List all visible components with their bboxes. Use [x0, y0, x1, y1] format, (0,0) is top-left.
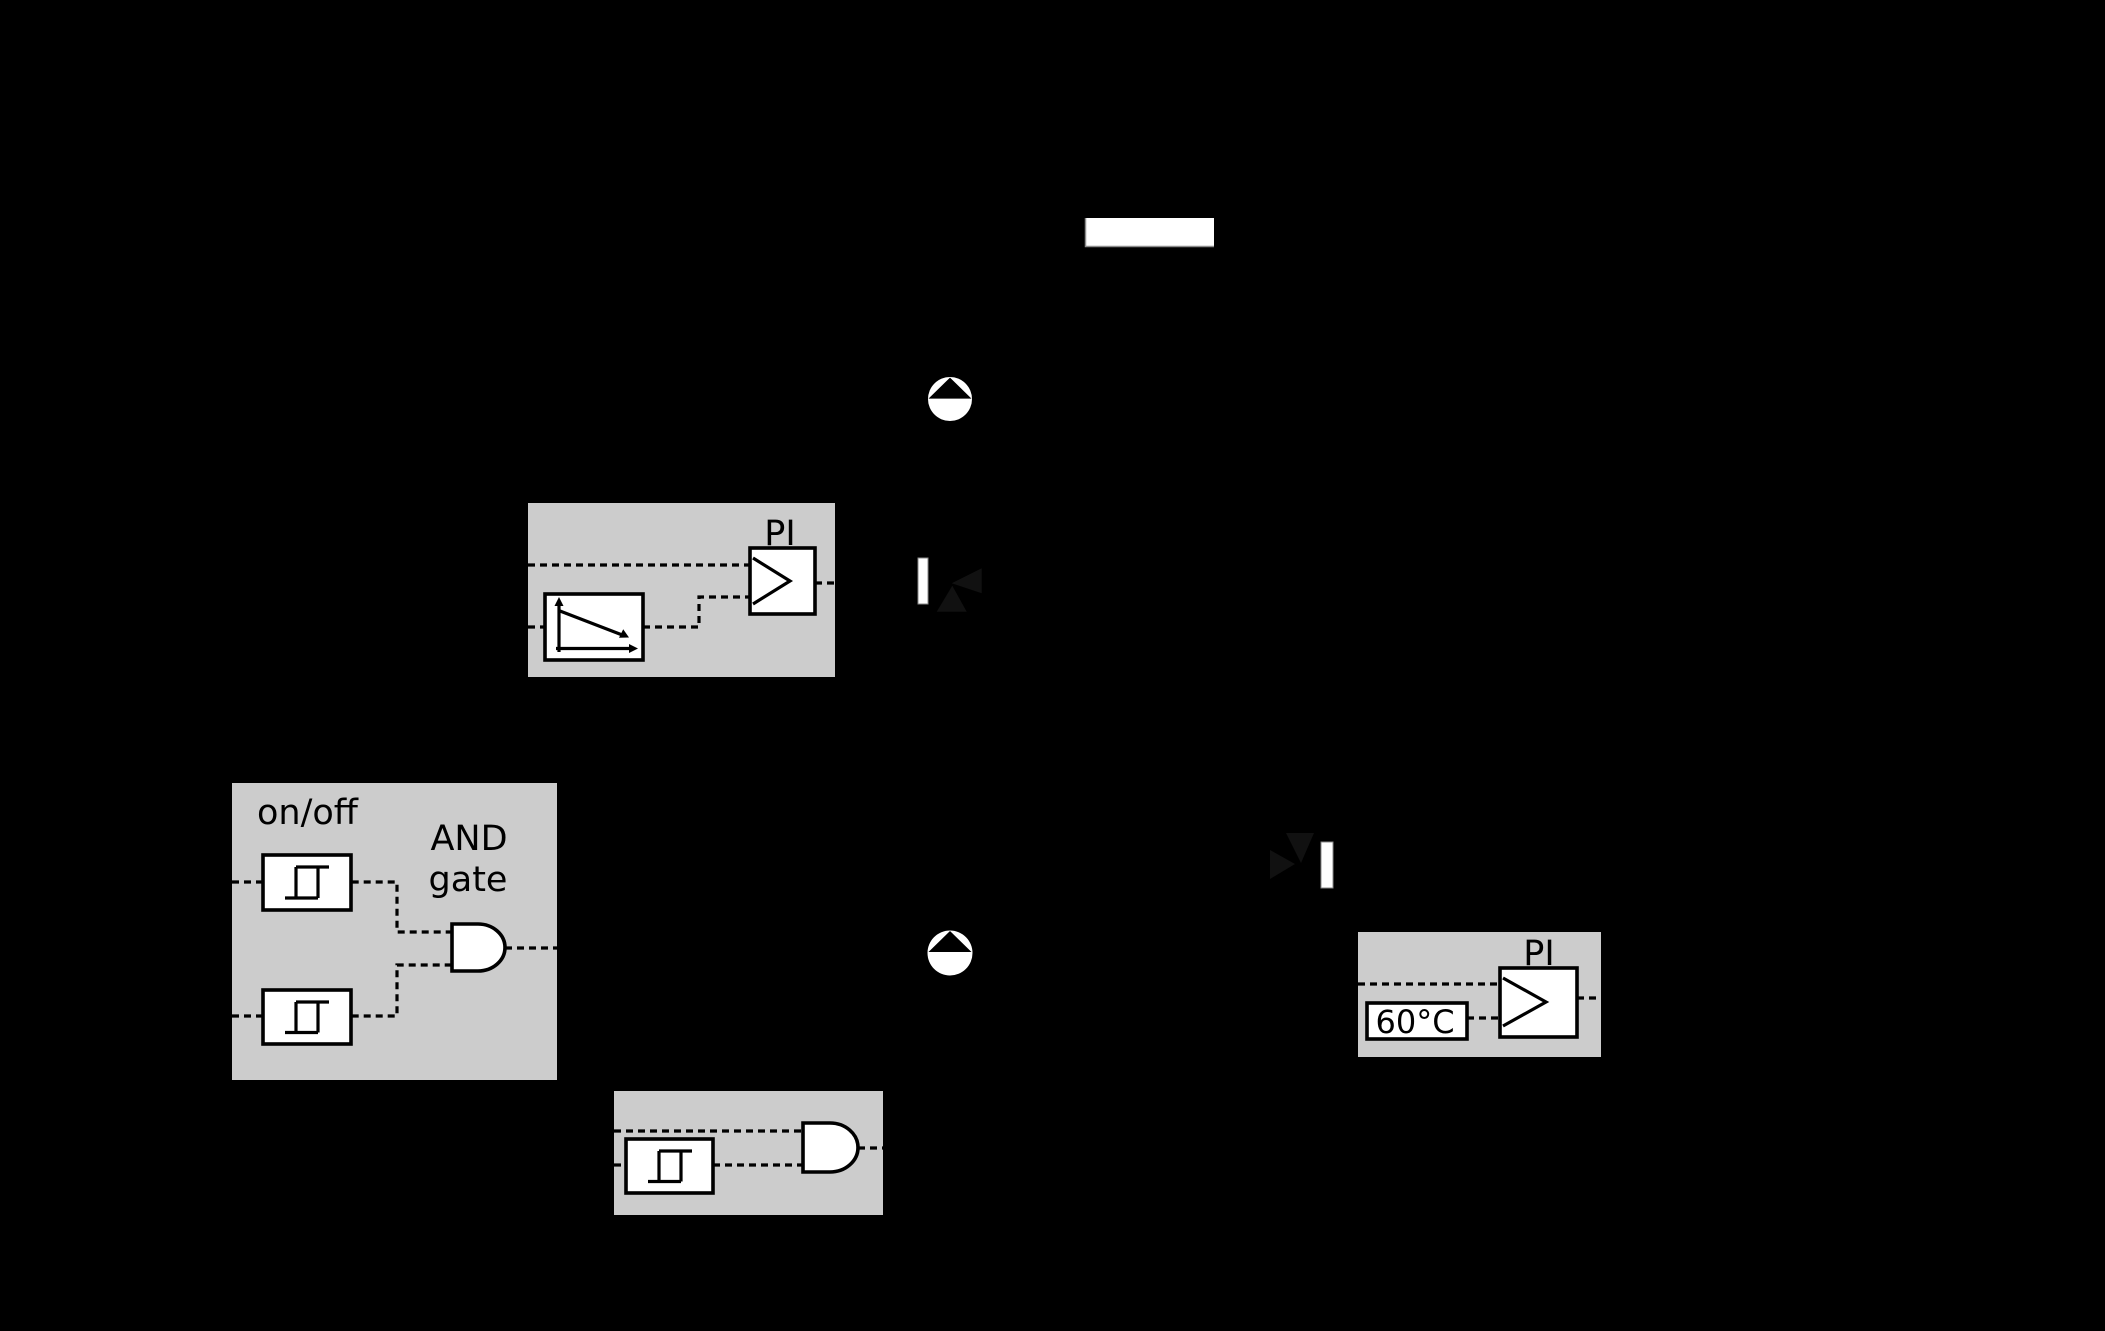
- three-way-valve-icon: [917, 557, 982, 612]
- hysteresis-icon: [624, 1137, 715, 1195]
- pi-controller-icon: [1498, 966, 1579, 1039]
- onoff-label: on/off: [257, 793, 359, 833]
- hysteresis-icon: [261, 988, 353, 1046]
- and-gate-label-line2: gate: [429, 860, 508, 900]
- pump-icon: [928, 377, 972, 421]
- panel-onoff-and: on/off AND gate: [232, 783, 557, 1080]
- signal-line: [351, 880, 452, 934]
- three-way-valve-icon: [1270, 833, 1334, 889]
- and-gate-label-line1: AND: [430, 819, 507, 859]
- panel-setpoint-controller: PI 60°C: [1358, 932, 1601, 1057]
- hysteresis-icon: [261, 853, 353, 912]
- pump-icon: [927, 930, 973, 976]
- heating-curve-icon: [543, 592, 645, 662]
- panel-onoff-single: [614, 1091, 883, 1215]
- setpoint-box: 60°C: [1365, 1001, 1469, 1041]
- setpoint-label: 60°C: [1375, 1003, 1454, 1041]
- and-gate-icon: [801, 1121, 860, 1174]
- collector-plate: [1084, 218, 1214, 248]
- pi-controller-icon: [748, 546, 817, 616]
- signal-line: [643, 595, 750, 629]
- signal-line: [351, 963, 452, 1018]
- panel-heating-curve-controller: PI: [528, 503, 835, 677]
- and-gate-icon: [450, 922, 507, 973]
